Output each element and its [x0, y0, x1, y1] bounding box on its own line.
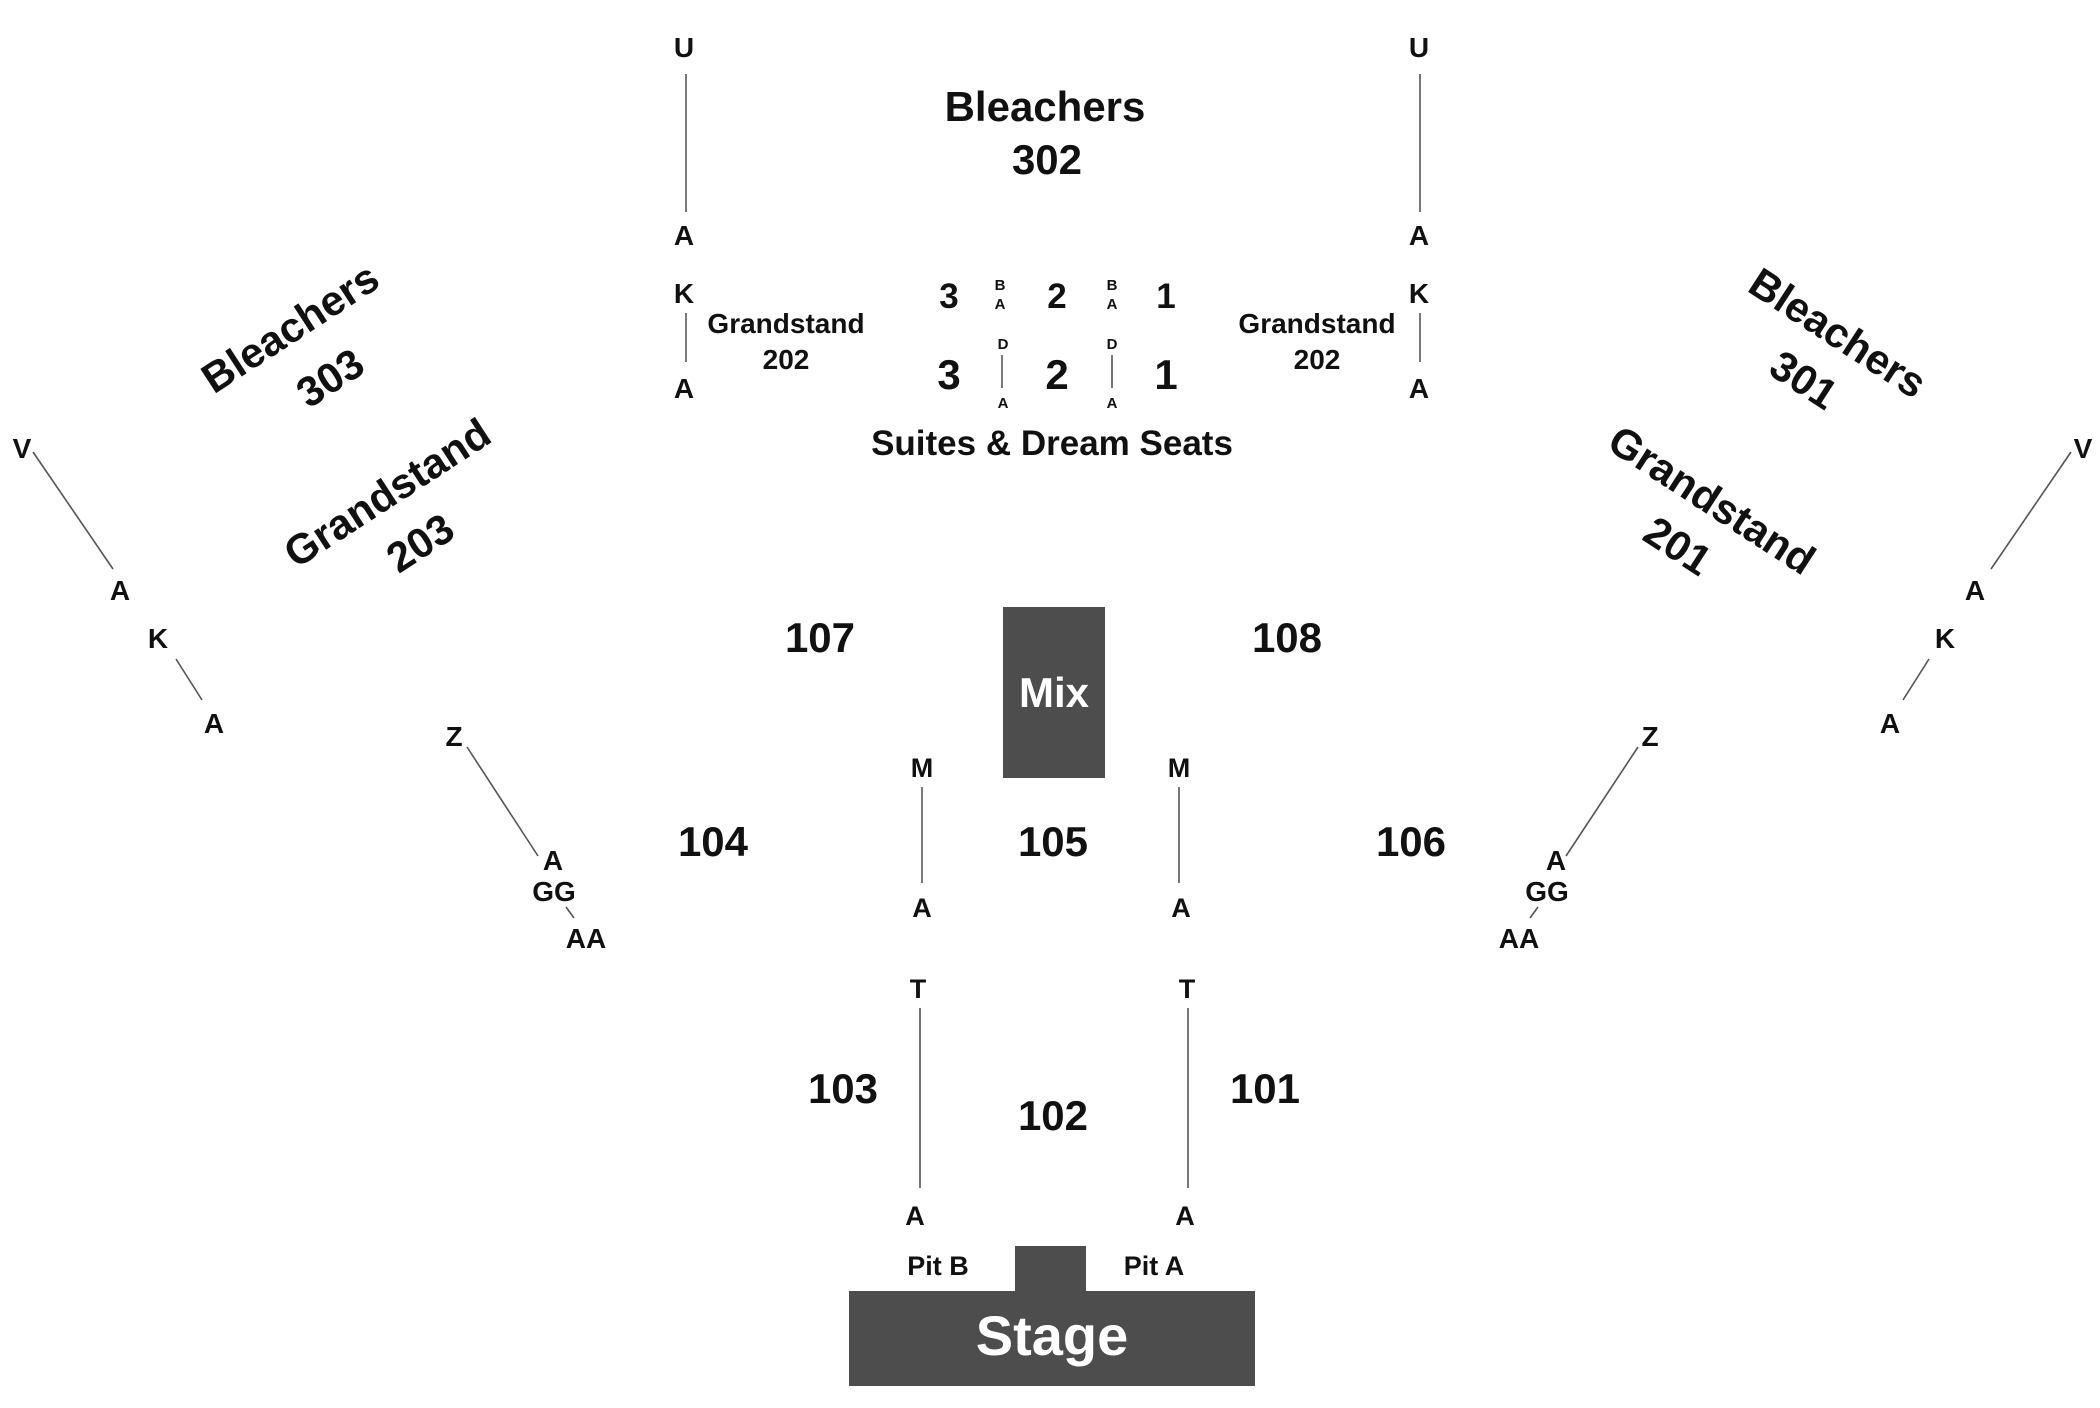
- row-label: A: [1965, 575, 1985, 606]
- row-label: A: [905, 1201, 925, 1231]
- upper-center: Bleachers 302 Grandstand 202 Grandstand …: [707, 83, 1395, 463]
- mix-block: [1003, 607, 1105, 778]
- row-line: [1565, 746, 1639, 857]
- grandstand-202-left-number[interactable]: 202: [763, 344, 810, 375]
- row-line: [1902, 658, 1930, 701]
- section-101[interactable]: 101: [1230, 1065, 1300, 1112]
- bleachers-302-number[interactable]: 302: [1012, 136, 1082, 183]
- suite-row-label: B: [995, 277, 1006, 294]
- suite-row-label: B: [1107, 277, 1118, 294]
- suite-row-label: D: [998, 336, 1009, 353]
- suite-2-lower[interactable]: 2: [1045, 351, 1068, 398]
- section-106[interactable]: 106: [1376, 818, 1446, 865]
- row-label: V: [2074, 433, 2093, 464]
- row-line: [32, 451, 114, 570]
- section-104[interactable]: 104: [678, 818, 749, 865]
- grandstand-202-right-number[interactable]: 202: [1294, 344, 1341, 375]
- row-label: A: [674, 373, 694, 404]
- suite-row-label: A: [1107, 395, 1118, 412]
- row-line: [565, 906, 575, 919]
- row-label: K: [674, 278, 694, 309]
- row-label: K: [1935, 623, 1955, 654]
- row-label: A: [110, 575, 130, 606]
- row-label: A: [912, 893, 932, 923]
- suite-row-label: D: [1107, 336, 1118, 353]
- row-label: V: [13, 433, 32, 464]
- row-label: A: [1409, 373, 1429, 404]
- row-label: M: [911, 753, 934, 783]
- right-wing: Bleachers 301 Grandstand 201 V A K A Z A…: [1499, 258, 2093, 954]
- row-line: [175, 658, 203, 701]
- floor-sections: 107 108 104 105 106 103 102 101: [678, 614, 1446, 1139]
- stage-area: Stage Pit B Pit A: [849, 1246, 1255, 1386]
- section-108[interactable]: 108: [1252, 614, 1322, 661]
- mix-booth: Mix: [1003, 607, 1105, 778]
- floor-row-markers: M A M A T A T A: [905, 753, 1196, 1231]
- row-label: A: [204, 708, 224, 739]
- suite-row-label: A: [995, 296, 1006, 313]
- stage-block[interactable]: [849, 1291, 1255, 1386]
- row-line: [1990, 451, 2072, 570]
- section-107[interactable]: 107: [785, 614, 855, 661]
- row-label: A: [1175, 1201, 1195, 1231]
- row-label: Z: [1641, 721, 1658, 752]
- grandstand-202-left-name[interactable]: Grandstand: [707, 308, 864, 339]
- row-label: A: [1546, 845, 1566, 876]
- grandstand-202-right-name[interactable]: Grandstand: [1238, 308, 1395, 339]
- row-label: GG: [1525, 876, 1569, 907]
- pit-b-label[interactable]: Pit B: [907, 1251, 969, 1281]
- row-label: A: [1880, 708, 1900, 739]
- bleachers-303-number[interactable]: 303: [288, 339, 372, 417]
- suite-3-lower[interactable]: 3: [937, 351, 960, 398]
- suite-1-lower[interactable]: 1: [1154, 351, 1177, 398]
- stage-thrust[interactable]: [1015, 1246, 1086, 1292]
- section-105[interactable]: 105: [1018, 818, 1088, 865]
- suite-3-upper[interactable]: 3: [939, 277, 958, 316]
- row-label: A: [1171, 893, 1191, 923]
- section-103[interactable]: 103: [808, 1065, 878, 1112]
- upper-row-markers: U A K A U A K A: [674, 32, 1429, 404]
- row-label: T: [1179, 974, 1196, 1004]
- row-line: [1529, 906, 1539, 919]
- row-label: GG: [532, 876, 576, 907]
- row-line: [466, 746, 539, 857]
- bleachers-302-name[interactable]: Bleachers: [945, 83, 1146, 130]
- suite-row-label: A: [998, 395, 1009, 412]
- row-label: T: [910, 974, 927, 1004]
- stage-label: Stage: [976, 1304, 1129, 1367]
- row-label: A: [674, 220, 694, 251]
- row-label: K: [1409, 278, 1429, 309]
- left-wing: Bleachers 303 Grandstand 203 V A K A Z A…: [13, 253, 607, 954]
- row-label: AA: [566, 923, 606, 954]
- mix-label: Mix: [1019, 669, 1090, 716]
- suite-row-label: A: [1107, 296, 1118, 313]
- row-label: K: [148, 623, 168, 654]
- suites-dream-seats-label[interactable]: Suites & Dream Seats: [871, 424, 1233, 463]
- row-label: AA: [1499, 923, 1539, 954]
- row-label: Z: [445, 721, 462, 752]
- row-label: M: [1168, 753, 1191, 783]
- suite-2-upper[interactable]: 2: [1047, 277, 1066, 316]
- grandstand-201-name[interactable]: Grandstand: [1600, 416, 1823, 584]
- row-label: U: [1409, 32, 1429, 63]
- row-label: U: [674, 32, 694, 63]
- row-label: A: [543, 845, 563, 876]
- section-102[interactable]: 102: [1018, 1092, 1088, 1139]
- pit-a-label[interactable]: Pit A: [1124, 1251, 1185, 1281]
- row-label: A: [1409, 220, 1429, 251]
- suite-1-upper[interactable]: 1: [1156, 277, 1175, 316]
